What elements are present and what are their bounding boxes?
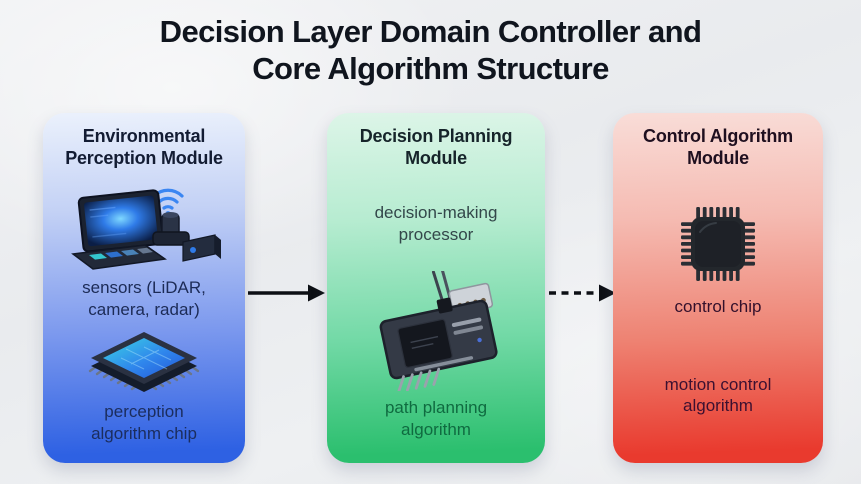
- environmental-perception-module-card: Environmental Perception Module: [43, 113, 245, 463]
- decision-processor-label: decision-making processor: [374, 202, 498, 244]
- page-title: Decision Layer Domain Controller and Cor…: [0, 14, 861, 88]
- motion-control-label: motion control algorithm: [664, 374, 772, 416]
- module-header: Control Algorithm Module: [643, 126, 793, 168]
- perception-chip-icon: [88, 332, 200, 393]
- solid-arrow-icon: [248, 284, 325, 302]
- lidar-sensor-icon: [152, 211, 190, 246]
- sensors-label: sensors (LiDAR, camera, radar): [82, 277, 206, 319]
- radar-camera-icon: [182, 234, 221, 262]
- control-chip-icon: [681, 206, 755, 281]
- monitor-icon: [77, 189, 164, 253]
- sensors-illustration-icon: [71, 188, 221, 270]
- dashed-arrow-icon: [549, 284, 616, 302]
- perception-chip-label: perception algorithm chip: [91, 402, 197, 444]
- decision-planning-module-card: Decision Planning Module decision-making…: [327, 113, 545, 463]
- keyboard-icon: [71, 244, 167, 270]
- module-header: Environmental Perception Module: [65, 126, 223, 168]
- page-title-line2: Core Algorithm Structure: [252, 50, 609, 86]
- control-algorithm-module-card: Control Algorithm Module: [613, 113, 823, 463]
- path-planning-label: path planning algorithm: [384, 398, 488, 440]
- control-chip-label: control chip: [674, 296, 762, 316]
- pcb-illustration-icon: [379, 271, 498, 392]
- module-header: Decision Planning Module: [359, 126, 513, 168]
- page-title-line1: Decision Layer Domain Controller and: [159, 14, 702, 49]
